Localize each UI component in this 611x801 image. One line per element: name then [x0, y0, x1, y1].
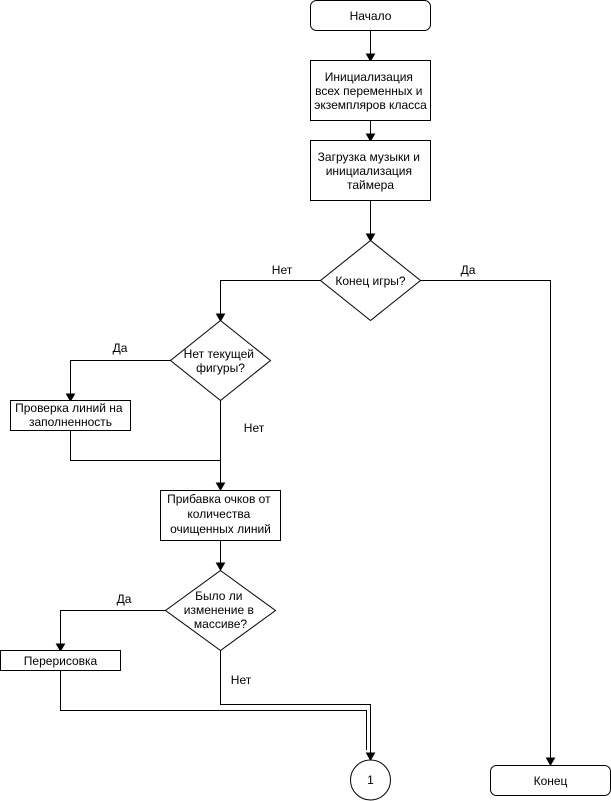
edge-label-no-figure-no: Нет — [244, 421, 265, 435]
game-over-label: Конец игры? — [335, 274, 406, 288]
node-game-over: Конец игры? — [319, 239, 422, 322]
edge-array-changed-yes — [60, 610, 166, 644]
array-changed-label: Было ли изменение в массиве? — [184, 589, 258, 631]
node-end: Конец — [490, 765, 611, 796]
redraw-label: Перерисовка — [24, 654, 98, 668]
edge-label-game-over-yes: Да — [461, 263, 476, 277]
add-score-process-box — [160, 490, 281, 541]
node-array-changed: Было ли изменение в массиве? — [164, 569, 277, 652]
node-redraw: Перерисовка — [0, 650, 121, 671]
edge-label-array-changed-no: Нет — [231, 673, 252, 687]
init-label: Инициализация всех переменных и экземпля… — [314, 70, 427, 112]
edge-label-no-figure-yes: Да — [113, 341, 128, 355]
edge-array-changed-no — [220, 650, 371, 753]
end-label: Конец — [534, 774, 568, 788]
arrow-game-over-yes — [545, 757, 556, 767]
load-process-box — [310, 140, 431, 201]
add-score-label: Прибавка очков от количества очищенных л… — [167, 492, 274, 536]
connector-label: 1 — [367, 773, 374, 787]
node-init: Инициализация всех переменных и экземпля… — [310, 60, 431, 121]
start-label: Начало — [350, 9, 392, 23]
arrow-array-changed-no — [365, 752, 376, 762]
load-label: Загрузка музыки и инициализация таймера — [318, 150, 424, 192]
edge-game-over-no — [220, 280, 321, 314]
edge-no-figure-yes — [70, 360, 171, 394]
check-lines-process-box — [10, 400, 131, 431]
redraw-process-box — [0, 650, 121, 671]
arrow-no-figure-no — [215, 482, 226, 492]
arrow-load-to-game-over — [365, 233, 376, 243]
node-load: Загрузка музыки и инициализация таймера — [310, 140, 431, 201]
arrow-init-to-load — [365, 133, 376, 143]
arrow-start-to-init — [365, 53, 376, 63]
edge-label-game-over-no: Нет — [272, 263, 293, 277]
edge-label-array-changed-yes: Да — [117, 592, 132, 606]
connector-circle — [350, 759, 391, 801]
edges — [55, 30, 556, 767]
no-figure-label: Нет текущей фигуры? — [184, 347, 258, 375]
edge-labels: Нет Да Да Нет Да Нет — [113, 263, 476, 687]
edge-game-over-yes — [420, 280, 551, 758]
arrow-no-figure-yes — [65, 393, 76, 403]
arrow-game-over-no — [215, 313, 226, 323]
node-check-lines: Проверка линий на заполненность — [10, 400, 131, 431]
edge-redraw-merge — [60, 670, 367, 750]
node-start: Начало — [310, 0, 431, 31]
start-terminator — [310, 0, 431, 31]
init-process-box — [310, 60, 431, 121]
arrow-array-changed-yes — [55, 643, 66, 653]
node-no-figure: Нет текущей фигуры? — [169, 319, 272, 402]
edge-check-lines-merge — [70, 430, 221, 461]
check-lines-label: Проверка линий на заполненность — [15, 401, 126, 429]
arrow-add-score-to-array-changed — [215, 562, 226, 572]
node-connector: 1 — [350, 759, 391, 801]
no-figure-decision — [169, 319, 272, 402]
game-over-decision — [319, 239, 422, 322]
node-add-score: Прибавка очков от количества очищенных л… — [160, 490, 281, 541]
array-changed-decision — [164, 569, 277, 652]
